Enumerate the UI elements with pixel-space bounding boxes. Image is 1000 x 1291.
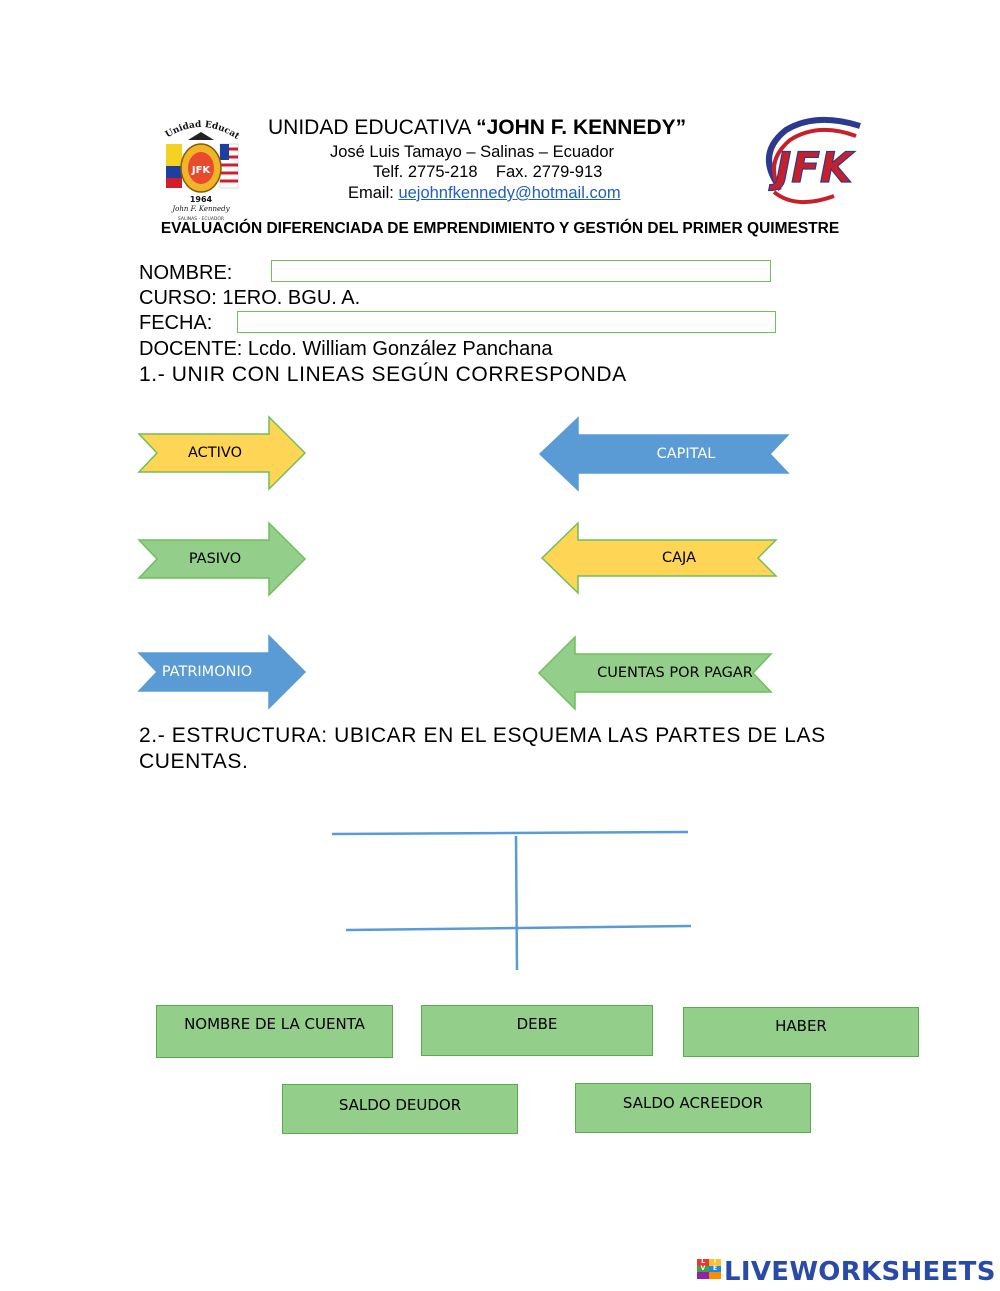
- email-label: Email:: [348, 184, 399, 202]
- school-email-line: Email: uejohnfkennedy@hotmail.com: [348, 184, 621, 203]
- svg-text:John F. Kennedy: John F. Kennedy: [170, 205, 230, 213]
- t-account-top-line: [331, 830, 689, 836]
- curso-text: CURSO: 1ERO. BGU. A.: [139, 287, 361, 309]
- nombre-input[interactable]: [271, 260, 771, 282]
- question2-title: 2.- ESTRUCTURA: UBICAR EN EL ESQUEMA LAS…: [139, 724, 826, 773]
- arrow-capital[interactable]: CAPITAL: [538, 416, 790, 492]
- arrow-pasivo[interactable]: PASIVO: [137, 521, 307, 597]
- arrow-cuentas-por-pagar[interactable]: CUENTAS POR PAGAR: [537, 635, 773, 711]
- arrow-pasivo-label: PASIVO: [188, 551, 242, 567]
- t-account-vertical-line: [514, 835, 519, 971]
- jfk-brand-logo: JFK: [756, 112, 866, 208]
- school-title: UNIDAD EDUCATIVA “JOHN F. KENNEDY”: [268, 116, 686, 140]
- email-link[interactable]: uejohnfkennedy@hotmail.com: [398, 184, 621, 202]
- t-account-diagram: [320, 820, 700, 980]
- arrow-patrimonio-label: PATRIMONIO: [161, 664, 253, 680]
- school-address: José Luis Tamayo – Salinas – Ecuador: [330, 143, 615, 161]
- question1-title: 1.- UNIR CON LINEAS SEGÚN CORRESPONDA: [139, 363, 627, 386]
- arrow-caja-label: CAJA: [662, 550, 696, 566]
- box-haber[interactable]: HABER: [683, 1007, 919, 1057]
- school-phone: Telf. 2775-218 Fax. 2779-913: [373, 163, 603, 181]
- svg-text:JFK: JFK: [769, 143, 856, 192]
- box-debe[interactable]: DEBE: [421, 1005, 653, 1056]
- arrow-activo[interactable]: ACTIVO: [137, 415, 307, 491]
- arrow-caja[interactable]: CAJA: [540, 521, 778, 595]
- svg-text:SALINAS - ECUADOR: SALINAS - ECUADOR: [178, 216, 224, 222]
- docente-text: DOCENTE: Lcdo. William González Panchana: [139, 338, 553, 360]
- evaluation-title: EVALUACIÓN DIFERENCIADA DE EMPRENDIMIENT…: [160, 220, 840, 237]
- arrow-activo-label: ACTIVO: [188, 445, 242, 461]
- school-crest-logo: Unidad Educativa JFK 1964 John F. Kenned…: [154, 111, 244, 222]
- arrow-patrimonio[interactable]: PATRIMONIO: [137, 634, 307, 710]
- box-nombre-de-la-cuenta[interactable]: NOMBRE DE LA CUENTA: [156, 1005, 393, 1058]
- nombre-label: NOMBRE:: [139, 262, 233, 284]
- arrow-capital-label: CAPITAL: [656, 446, 716, 462]
- svg-text:1964: 1964: [190, 195, 213, 204]
- box-saldo-deudor[interactable]: SALDO DEUDOR: [282, 1084, 518, 1134]
- arrow-cuentas-por-pagar-label: CUENTAS POR PAGAR: [597, 665, 753, 681]
- fecha-label: FECHA:: [139, 312, 213, 334]
- school-prefix: UNIDAD EDUCATIVA: [268, 116, 477, 139]
- svg-text:JFK: JFK: [191, 165, 212, 176]
- school-name: “JOHN F. KENNEDY”: [476, 116, 687, 139]
- liveworksheets-brand[interactable]: LIVEWORKSHEETS: [724, 1257, 996, 1287]
- fecha-input[interactable]: [237, 311, 776, 333]
- t-account-bottom-line: [345, 924, 692, 932]
- box-saldo-acreedor[interactable]: SALDO ACREEDOR: [575, 1083, 811, 1133]
